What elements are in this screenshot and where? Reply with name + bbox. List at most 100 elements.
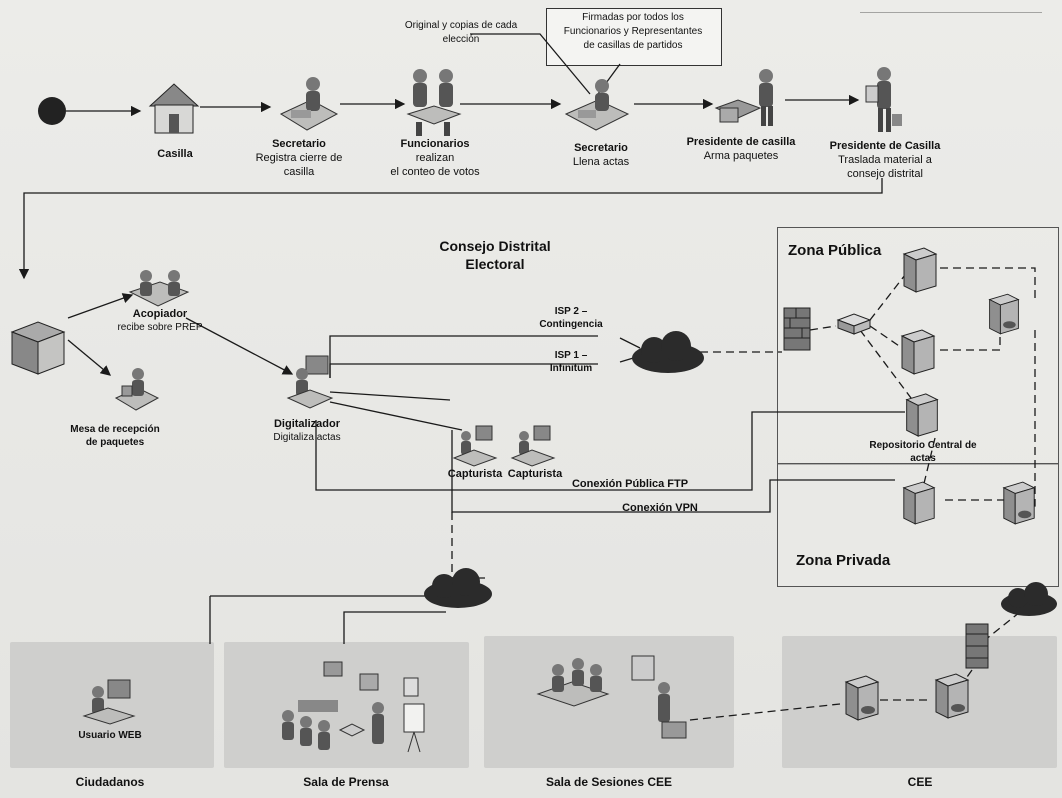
secretario-desk-icon [279,77,339,131]
repositorio-line2: actas [910,453,936,464]
presidente-paquetes-icon [714,69,773,126]
presidente2-line1: Traslada material a [838,154,932,166]
secretario-actas-icon [564,79,630,131]
repositorio-line1: Repositorio Central de [869,440,977,451]
original-callout-pointer [470,33,591,95]
ftp-label: Conexión Pública FTP [571,478,689,490]
vpn-label: Conexión VPN [622,502,698,514]
firmadas-line2: Funcionarios y Representantes [563,26,703,37]
presidente1-title: Presidente de casilla [686,136,796,148]
isp2-line1: ISP 2 – [554,306,588,317]
cee-panel [782,636,1057,768]
capturista1-icon [452,425,498,467]
firewall-cee-icon [965,623,989,669]
consejo-title-line1: Consejo Distrital [439,238,551,254]
ciudadanos-panel [10,642,214,768]
firmadas-callout [546,8,722,66]
secretario1-line2: casilla [283,166,315,178]
start-node [38,97,66,125]
line-digitalizador-capturista [329,391,451,401]
digitalizador-line1: Digitaliza actas [273,432,341,443]
casilla-label: Casilla [157,148,193,160]
mesa-line1: Mesa de recepción [70,424,160,435]
dashed-sesiones-cee [689,703,841,721]
dashed-cloud-firewall2 [984,611,1021,641]
dashed-server2-right [940,330,1001,351]
zona-privada-label: Zona Privada [796,552,891,569]
internet-cloud-icon [632,331,704,373]
mesa-line2: de paquetes [85,437,145,448]
db-server-icon [1002,481,1036,525]
capturista2-icon [510,425,556,467]
arrow-to-consejo [18,178,883,280]
secretario2-line1: Llena actas [572,156,630,168]
paquete-box-icon [10,321,66,375]
capturista2-label: Capturista [507,468,563,480]
presidente1-line1: Arma paquetes [703,150,779,162]
isp2-line2: Contingencia [539,319,603,330]
original-note-line1: Original y copias de cada [404,20,518,31]
mesa-recepcion-icon [114,368,160,411]
funcionarios-icon [406,69,462,136]
presidente-traslada-icon [865,67,902,132]
ciudadanos-label: Ciudadanos [75,775,145,789]
funcionarios-line2: el conteo de votos [390,166,480,178]
consejo-title-line2: Electoral [465,256,525,272]
dashed-server1-right [940,267,1036,300]
vpn-cloud-icon [424,568,492,608]
cee-label: CEE [907,775,933,789]
line-digitalizador-capturista2 [329,401,463,431]
funcionarios-title: Funcionarios [400,138,470,150]
arrow-paquete-mesa [67,339,111,376]
sala-prensa-scene-icon [282,661,425,753]
line-ftp [315,411,905,491]
line-prensa-cloud [343,611,446,644]
cee-db-server-icon [934,673,970,719]
presidente2-title: Presidente de Casilla [829,140,941,152]
original-note-line2: elección [442,34,480,45]
isp1-line2: Infinitum [549,363,593,374]
sala-sesiones-label: Sala de Sesiones CEE [545,775,673,789]
usuario-web-icon [82,679,136,725]
acopiador-line1: recibe sobre PREP [117,322,203,333]
firmadas-line3: de casillas de partidos [583,40,683,51]
funcionarios-line1: realizan [415,152,455,164]
acopiador-title: Acopiador [132,308,188,320]
server-icon [900,329,936,375]
usuario-web-label: Usuario WEB [78,730,142,741]
server-icon [902,247,938,293]
firmadas-line1: Firmadas por todos los [582,12,684,23]
digitalizador-title: Digitalizador [273,418,340,430]
firewall-icon [783,307,811,351]
db-server-icon [988,293,1020,335]
digitalizador-icon [286,355,334,409]
zona-publica-label: Zona Pública [788,242,882,259]
arrow-paquete-acopiador [67,293,134,319]
sala-sesiones-panel [484,636,734,768]
isp1-line1: ISP 1 – [554,350,588,361]
server-icon [902,481,936,525]
repositorio-server-icon [905,393,939,437]
cee-server-icon [844,675,880,721]
dashed-switch-server2 [869,325,906,351]
presidente2-line2: consejo distrital [847,168,923,180]
dashed-switch-repositorio [859,329,921,411]
secretario1-line1: Registra cierre de [255,152,343,164]
sala-sesiones-scene-icon [536,655,687,739]
capturista1-label: Capturista [447,468,503,480]
dashed-switch-server1 [869,274,906,321]
secretario2-title: Secretario [574,142,628,154]
background-scan-text: —————————————— [860,4,1042,19]
arrow-acopiador-digitalizador [185,317,294,375]
line-isp1 [329,363,598,378]
switch-icon [836,313,872,335]
sala-prensa-label: Sala de Prensa [303,775,389,789]
line-vpn [451,430,895,513]
secretario1-title: Secretario [272,138,326,150]
cee-cloud-icon [1001,582,1057,616]
line-isp2-cloud [619,337,641,349]
sala-prensa-panel [224,642,469,768]
house-icon [148,83,200,134]
dashed-firewall-switch [809,325,837,331]
